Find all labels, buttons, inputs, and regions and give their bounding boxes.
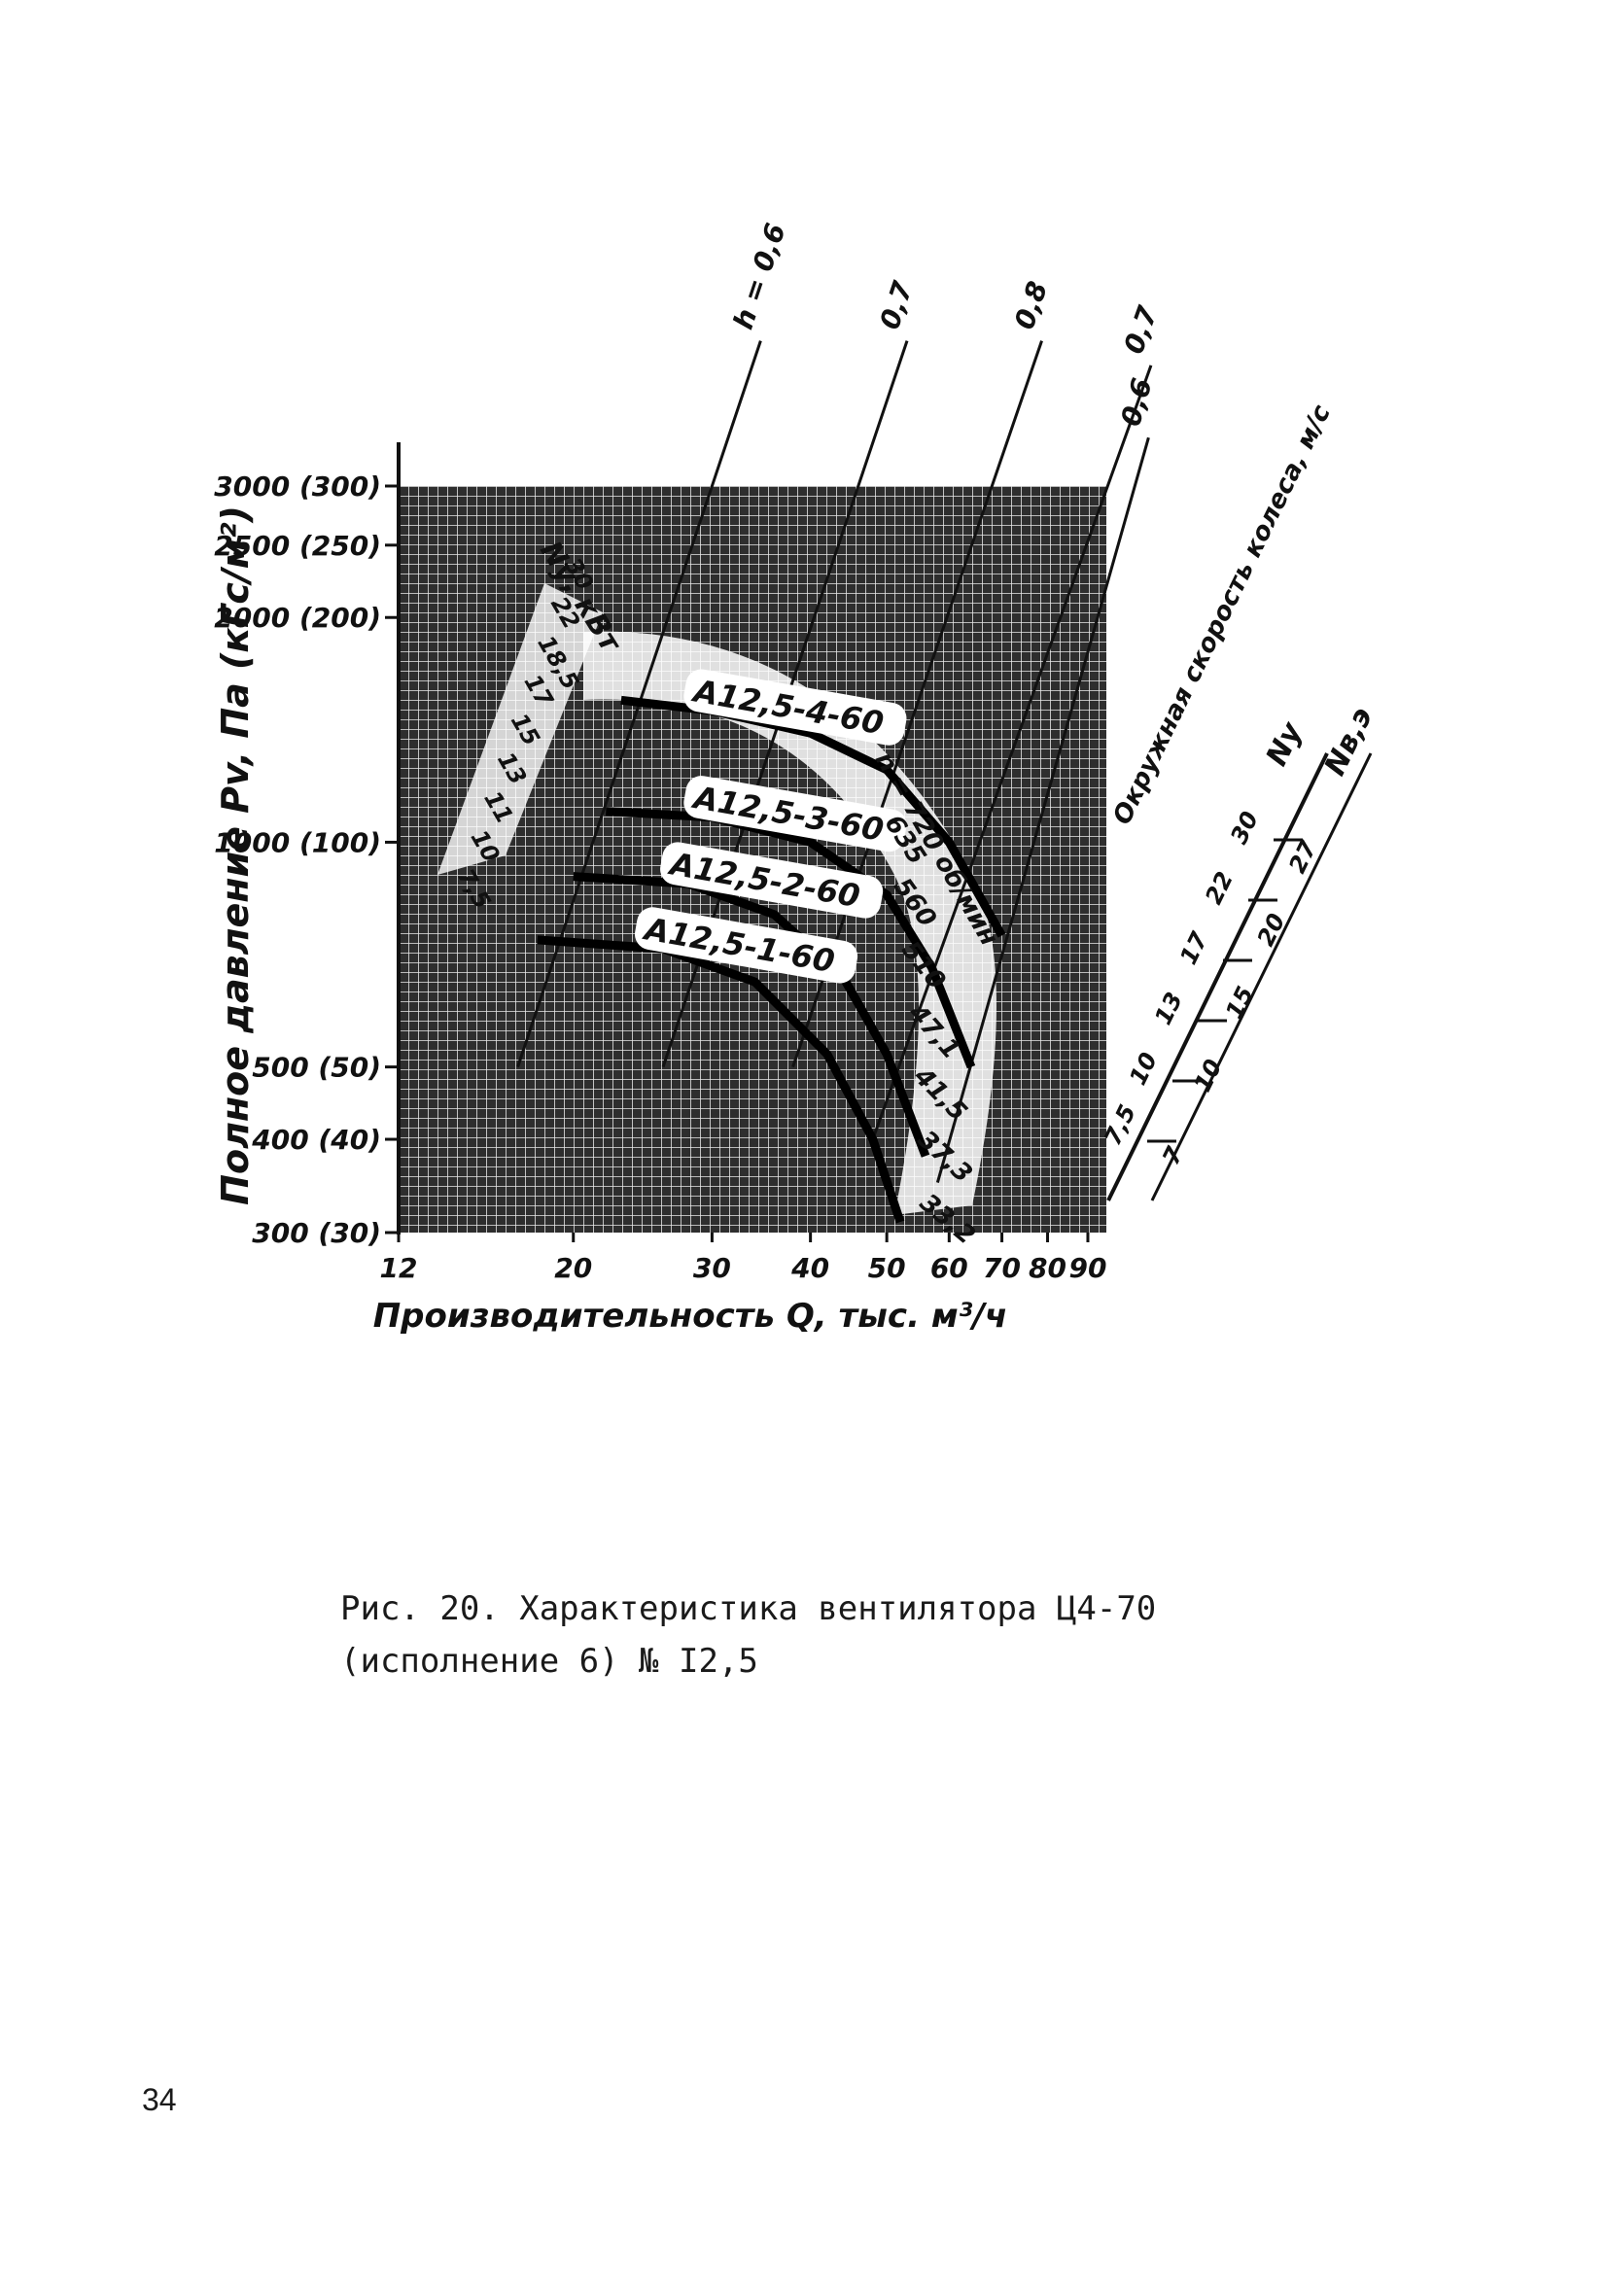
x-tick-label: 30 — [693, 1252, 731, 1284]
y-tick-label: 300 (30) — [252, 1217, 381, 1249]
efficiency-label: 0,8 — [1008, 277, 1054, 333]
y-tick-label: 1000 (100) — [214, 826, 381, 858]
caption-line-1: Рис. 20. Характеристика вентилятора Ц4-7… — [340, 1589, 1157, 1628]
nomogram-left-value: 13 — [1149, 988, 1188, 1028]
efficiency-label: 0,6 — [1114, 374, 1158, 430]
caption-line-2: (исполнение 6) № I2,5 — [340, 1642, 758, 1681]
nomogram-right-value: 7 — [1157, 1142, 1189, 1169]
curve-label-bg — [635, 907, 858, 984]
nomogram-left-value: 22 — [1200, 867, 1239, 908]
x-tick-label: 20 — [554, 1252, 592, 1284]
nomogram-right-value: 15 — [1220, 982, 1259, 1023]
page-number: 34 — [142, 2082, 177, 2117]
y-tick-label: 2500 (250) — [214, 530, 381, 562]
nomogram-right-value: 20 — [1252, 909, 1291, 950]
nomogram-left-value: 30 — [1225, 807, 1264, 848]
efficiency-line — [871, 365, 1153, 1140]
x-tick-label: 40 — [790, 1252, 829, 1284]
x-tick-label: 90 — [1068, 1252, 1106, 1284]
y-tick-label: 2000 (200) — [214, 602, 381, 634]
efficiency-label: 0,7 — [873, 277, 919, 333]
nomogram-right-value: 27 — [1283, 836, 1322, 878]
y-tick-label: 3000 (300) — [214, 470, 381, 503]
y-tick-label: 500 (50) — [252, 1052, 381, 1084]
curve-label-bg — [683, 669, 907, 746]
y-axis-label: Полное давление Pv, Па (кГс/м²) — [214, 505, 257, 1205]
x-tick-label: 60 — [930, 1252, 968, 1284]
x-tick-label: 12 — [380, 1252, 418, 1284]
y-tick-label: 400 (40) — [251, 1124, 381, 1156]
y-axis-ticks: 300 (30) 400 (40) 500 (50) 1000 (100) 2000 (… — [214, 470, 399, 1249]
figure-caption: Рис. 20. Характеристика вентилятора Ц4-7… — [340, 1583, 1312, 1687]
efficiency-label: 0,7 — [1117, 301, 1164, 358]
nomogram-header-left: Nу — [1260, 716, 1311, 772]
curve-label-bg — [683, 776, 907, 852]
nomogram-left-value: 17 — [1174, 927, 1213, 969]
x-tick-label: 50 — [868, 1252, 906, 1284]
efficiency-label: h = 0,6 — [727, 220, 792, 333]
power-label-band — [437, 583, 603, 875]
x-tick-label: 70 — [983, 1252, 1021, 1284]
nomogram-header-right: Nв,э — [1318, 702, 1381, 781]
efficiency-line — [935, 436, 1150, 1183]
nomogram-left-value: 10 — [1124, 1048, 1163, 1089]
curve-label-bg — [660, 842, 884, 919]
x-axis-label: Производительность Q, тыс. м³/ч — [373, 1297, 1008, 1336]
x-tick-label: 80 — [1029, 1252, 1066, 1284]
